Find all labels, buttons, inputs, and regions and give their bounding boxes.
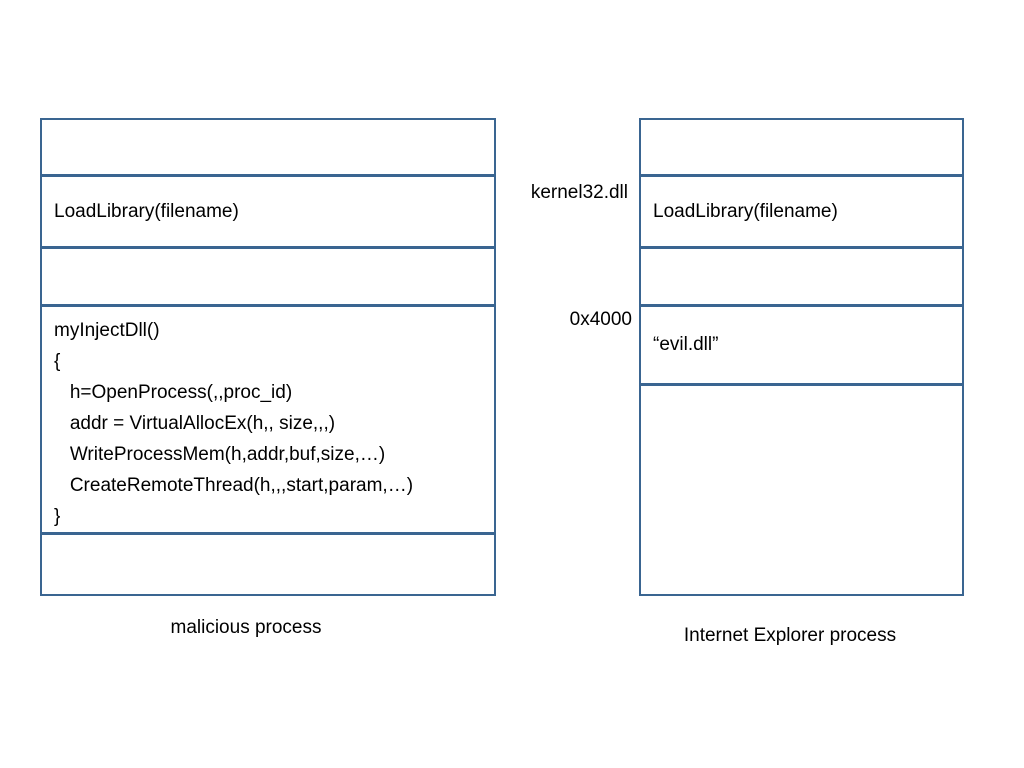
malicious-cell-2	[40, 247, 496, 306]
ie-cell-evil-dll-text: “evil.dll”	[653, 334, 719, 355]
ie-cell-loadlibrary: LoadLibrary(filename)	[639, 175, 964, 248]
ie-process-caption: Internet Explorer process	[683, 625, 897, 646]
ie-process-column: LoadLibrary(filename) “evil.dll”	[639, 118, 964, 596]
malicious-cell-inject-code: myInjectDll() { h=OpenProcess(,,proc_id)…	[40, 305, 496, 534]
malicious-process-column: LoadLibrary(filename) myInjectDll() { h=…	[40, 118, 496, 596]
address-annotation: 0x4000	[569, 309, 632, 330]
malicious-cell-loadlibrary-text: LoadLibrary(filename)	[54, 200, 239, 222]
ie-cell-loadlibrary-text: LoadLibrary(filename)	[653, 200, 838, 222]
malicious-cell-inject-code-text: myInjectDll() { h=OpenProcess(,,proc_id)…	[54, 320, 414, 527]
malicious-process-caption: malicious process	[170, 617, 322, 638]
ie-cell-2	[639, 247, 964, 306]
malicious-cell-4	[40, 533, 496, 596]
ie-cell-evil-dll: “evil.dll”	[639, 305, 964, 385]
malicious-cell-0	[40, 118, 496, 176]
kernel32-annotation: kernel32.dll	[530, 182, 628, 203]
ie-cell-0	[639, 118, 964, 176]
ie-cell-4	[639, 384, 964, 596]
